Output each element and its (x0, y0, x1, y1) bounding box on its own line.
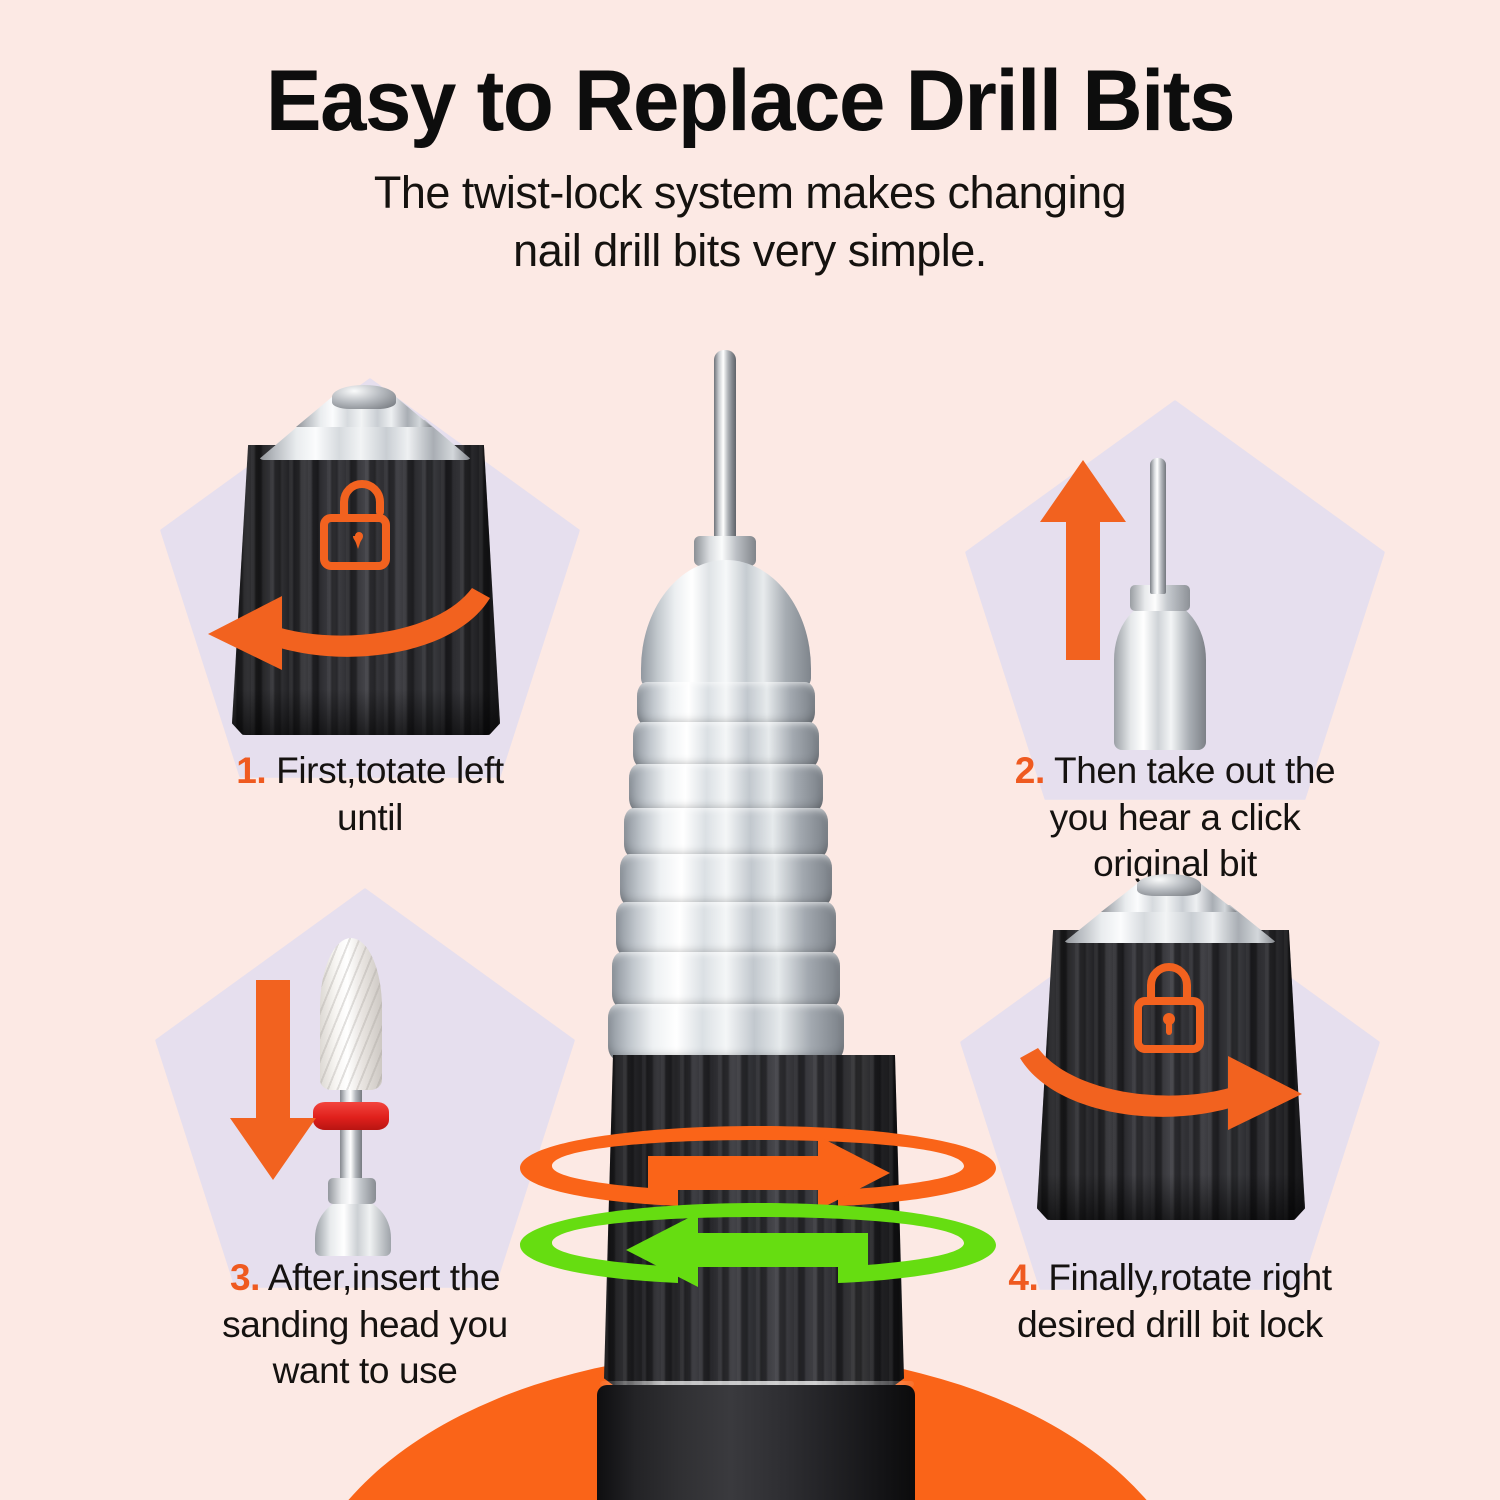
step-2-number: 2. (1014, 750, 1045, 791)
center-chrome-ring-6 (616, 902, 836, 956)
subtitle-line-2: nail drill bits very simple. (513, 224, 987, 276)
chrome-chuck-body-3 (315, 1198, 391, 1256)
step-4-line-2: desired drill bit lock (1017, 1303, 1323, 1345)
rotation-arrow-counterclockwise-green (520, 1203, 996, 1287)
chuck-knob-4 (1137, 874, 1201, 896)
step-2-caption: 2. Then take out the you hear a click or… (960, 748, 1390, 888)
lock-icon (1134, 963, 1204, 1053)
step-4-line-1: Finally,rotate right (1048, 1257, 1332, 1298)
center-chrome-ring-1 (637, 682, 815, 726)
step-3-line-3: want to use (272, 1350, 458, 1392)
step-1-line-1: First,totate left (276, 750, 504, 791)
red-ring-3 (313, 1102, 389, 1130)
step-3-number: 3. (229, 1257, 261, 1298)
center-chrome-ring-2 (633, 722, 819, 768)
chuck-collar-3 (328, 1178, 376, 1204)
center-drill-bit-shaft (714, 350, 736, 550)
bit-stem-3 (340, 1080, 362, 1190)
center-chrome-ring-8 (608, 1004, 844, 1060)
step-3-caption: 3. After,insert the sanding head you wan… (150, 1255, 580, 1395)
step-4-number: 4. (1008, 1257, 1039, 1298)
center-chrome-ring-4 (624, 808, 828, 858)
ceramic-sanding-bit-3 (320, 938, 382, 1090)
step-3-line-2: sanding head you (222, 1303, 508, 1345)
step-1-line-2: until (337, 796, 403, 838)
header: Easy to Replace Drill Bits The twist-loc… (0, 0, 1500, 279)
step-2-line-1: Then take out the (1054, 750, 1336, 791)
center-chrome-dome (641, 560, 811, 690)
step-1-caption: 1. First,totate left until (155, 748, 585, 841)
arrow-down-icon (230, 980, 316, 1180)
center-chrome-ring-5 (620, 854, 832, 906)
drill-bit-shaft-2 (1150, 458, 1166, 594)
center-chrome-ring-7 (612, 952, 840, 1008)
unlock-icon (320, 480, 390, 570)
page-subtitle: The twist-lock system makes changing nai… (250, 164, 1250, 279)
page-title: Easy to Replace Drill Bits (265, 53, 1236, 149)
step-2-line-2: you hear a click (1049, 796, 1301, 838)
curved-arrow-right-icon (1020, 1048, 1302, 1130)
center-chrome-ring-3 (629, 764, 823, 812)
arrow-up-icon (1040, 460, 1126, 660)
step-3-line-1: After,insert the (267, 1257, 501, 1298)
step-1-number: 1. (236, 750, 267, 791)
step-4-caption: 4. Finally,rotate right desired drill bi… (955, 1255, 1385, 1348)
center-chuck-collar (694, 536, 756, 566)
chrome-chuck-body-2 (1114, 600, 1206, 750)
subtitle-line-1: The twist-lock system makes changing (373, 167, 1127, 218)
chuck-knob-1 (332, 385, 396, 409)
curved-arrow-left-icon (208, 588, 490, 670)
